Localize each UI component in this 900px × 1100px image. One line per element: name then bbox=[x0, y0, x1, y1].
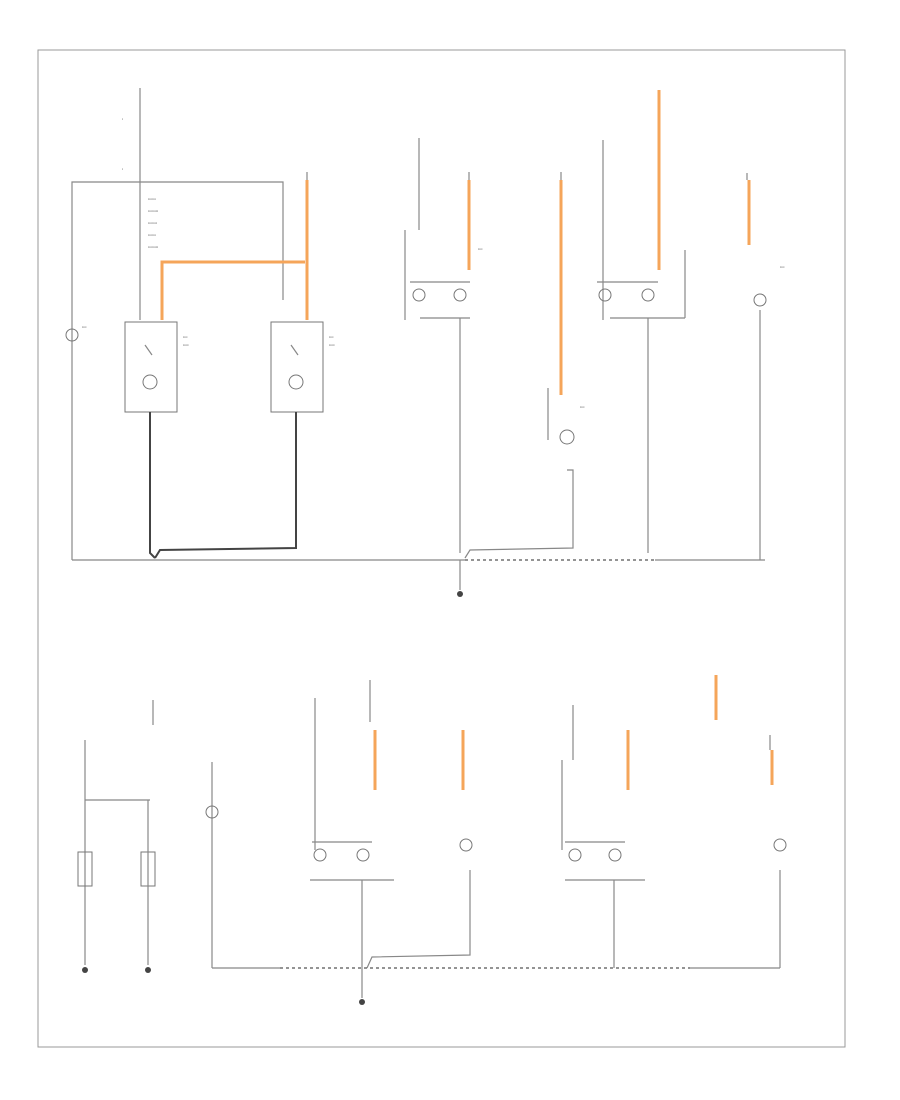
switch-box bbox=[270, 321, 324, 413]
lamp-icon bbox=[205, 805, 219, 819]
module-text: ▪▪▪▪▪▪▪ bbox=[148, 197, 156, 201]
lamp-label: ▪▪▪▪ bbox=[82, 325, 87, 329]
module-text: ▪▪▪▪▪▪▪▪▪ bbox=[148, 245, 158, 249]
power-wire bbox=[160, 260, 305, 320]
lamp-icon bbox=[412, 288, 426, 302]
ground-point-icon bbox=[145, 967, 151, 973]
lamp-icon bbox=[641, 288, 655, 302]
ground-wire bbox=[154, 412, 297, 559]
module-text: ▪▪▪▪▪▪▪ bbox=[148, 233, 156, 237]
lamp-icon bbox=[142, 374, 158, 390]
wire bbox=[71, 181, 284, 560]
lamp-icon bbox=[559, 429, 575, 445]
lamp-icon bbox=[288, 374, 304, 390]
switch-label: ▪▪▪▪▪ bbox=[329, 343, 335, 347]
lamp-icon bbox=[753, 293, 767, 307]
lamp-icon bbox=[773, 838, 787, 852]
switch-contact bbox=[144, 344, 153, 356]
ground-point-icon bbox=[82, 967, 88, 973]
wire bbox=[366, 870, 471, 969]
lamp-icon bbox=[608, 848, 622, 862]
switch-label: ▪▪▪▪ bbox=[329, 335, 334, 339]
diagram-frame bbox=[37, 49, 846, 1048]
wire-tag: ▪ bbox=[122, 117, 123, 121]
lamp-icon bbox=[568, 848, 582, 862]
switch-label: ▪▪▪▪ bbox=[780, 265, 785, 269]
module-text: ▪▪▪▪▪▪▪▪▪ bbox=[148, 209, 158, 213]
switch-label: ▪▪▪▪ bbox=[478, 247, 483, 251]
switch-label: ▪▪▪▪▪ bbox=[183, 343, 189, 347]
lamp-icon bbox=[65, 328, 79, 342]
lamp-box bbox=[77, 851, 93, 887]
lamp-icon bbox=[459, 838, 473, 852]
lamp-label: ▪▪▪▪ bbox=[580, 405, 585, 409]
switch-box bbox=[124, 321, 178, 413]
switch-contact bbox=[290, 344, 299, 356]
ground-point-icon bbox=[359, 999, 365, 1005]
lamp-icon bbox=[598, 288, 612, 302]
switch-label: ▪▪▪▪ bbox=[183, 335, 188, 339]
wire bbox=[464, 469, 574, 559]
lamp-icon bbox=[313, 848, 327, 862]
module-text: ▪▪▪▪▪▪▪▪ bbox=[148, 221, 157, 225]
lamp-icon bbox=[356, 848, 370, 862]
ground-point-icon bbox=[457, 591, 463, 597]
wire-tag: ▪ bbox=[122, 167, 123, 171]
ground-wire bbox=[149, 412, 156, 559]
lamp-icon bbox=[453, 288, 467, 302]
